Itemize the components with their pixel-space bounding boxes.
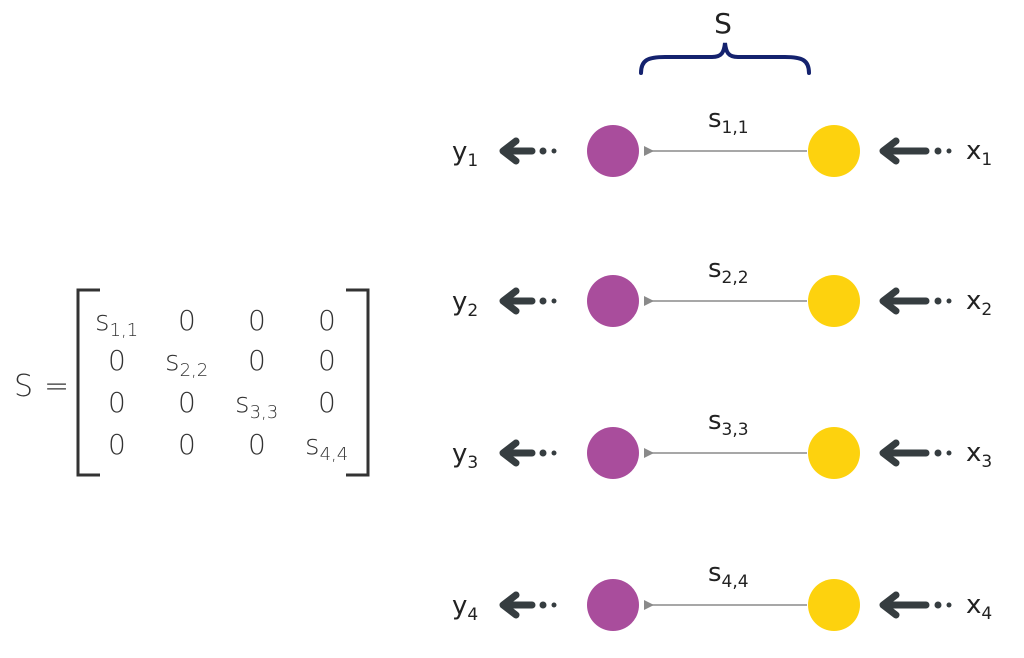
channel-1: y1 s1,1 x1 xyxy=(452,104,992,177)
matrix-cell-3-2: 0 xyxy=(178,386,196,419)
matrix-cell-1-1: s1,1 xyxy=(95,304,138,341)
matrix-cell-1-2: 0 xyxy=(178,304,196,337)
matrix-cell-2-1: 0 xyxy=(108,344,126,377)
matrix-cell-4-2: 0 xyxy=(178,428,196,461)
matrix-cell-3-1: 0 xyxy=(108,386,126,419)
right-bracket xyxy=(346,288,370,477)
output-node xyxy=(587,579,639,631)
curly-brace xyxy=(639,42,811,75)
input-node xyxy=(808,275,860,327)
brace-label: S xyxy=(714,7,732,40)
input-arrow-icon xyxy=(879,137,930,165)
brace-group: S xyxy=(639,7,811,75)
output-label: y2 xyxy=(452,287,478,321)
output-node xyxy=(587,125,639,177)
weight-label: s2,2 xyxy=(708,254,749,288)
input-label: x3 xyxy=(966,438,992,472)
input-label: x2 xyxy=(966,286,992,320)
input-arrow-icon xyxy=(879,591,930,619)
dot xyxy=(934,601,942,609)
dot xyxy=(539,601,547,609)
input-node xyxy=(808,579,860,631)
dot xyxy=(539,297,547,305)
channel-4: y4 s4,4 x4 xyxy=(452,558,992,631)
output-arrow-icon xyxy=(499,287,536,315)
matrix-cell-1-4: 0 xyxy=(318,304,336,337)
dot xyxy=(551,602,557,608)
weight-label: s4,4 xyxy=(708,558,749,592)
channel-2: y2 s2,2 x2 xyxy=(452,254,992,327)
input-arrow-icon xyxy=(879,439,930,467)
output-arrow-icon xyxy=(499,137,536,165)
dot xyxy=(551,148,557,154)
dot xyxy=(551,450,557,456)
dot xyxy=(946,298,952,304)
matrix-cell-3-4: 0 xyxy=(318,386,336,419)
output-arrow-icon xyxy=(499,591,536,619)
dot xyxy=(946,602,952,608)
input-node xyxy=(808,427,860,479)
input-node xyxy=(808,125,860,177)
left-bracket xyxy=(76,288,100,477)
input-label: x4 xyxy=(966,590,992,624)
output-arrow-icon xyxy=(499,439,536,467)
output-node xyxy=(587,275,639,327)
matrix-cell-4-4: s4,4 xyxy=(305,428,348,465)
dot xyxy=(946,148,952,154)
output-label: y3 xyxy=(452,439,478,473)
matrix-name: S xyxy=(14,369,33,404)
output-label: y4 xyxy=(452,591,478,625)
dot xyxy=(539,449,547,457)
matrix-cell-2-2: s2,2 xyxy=(165,344,208,381)
weight-label: s3,3 xyxy=(708,406,749,440)
input-arrow-icon xyxy=(879,287,930,315)
matrix-cell-1-3: 0 xyxy=(248,304,266,337)
output-label: y1 xyxy=(452,137,478,171)
matrix-cell-4-1: 0 xyxy=(108,428,126,461)
dot xyxy=(934,449,942,457)
dot xyxy=(934,147,942,155)
matrix-cell-2-4: 0 xyxy=(318,344,336,377)
matrix-cell-3-3: s3,3 xyxy=(235,386,278,423)
matrix-cell-2-3: 0 xyxy=(248,344,266,377)
weight-label: s1,1 xyxy=(708,104,749,138)
dot xyxy=(946,450,952,456)
equals-sign: = xyxy=(44,369,69,404)
channel-3: y3 s3,3 x3 xyxy=(452,406,992,479)
output-node xyxy=(587,427,639,479)
dot xyxy=(551,298,557,304)
channels: y1 s1,1 x1 y2 s2,2 x2 y3 s3,3 x3 y4 s4,4 x4 xyxy=(452,104,992,631)
dot xyxy=(539,147,547,155)
matrix-cell-4-3: 0 xyxy=(248,428,266,461)
dot xyxy=(934,297,942,305)
input-label: x1 xyxy=(966,136,992,170)
